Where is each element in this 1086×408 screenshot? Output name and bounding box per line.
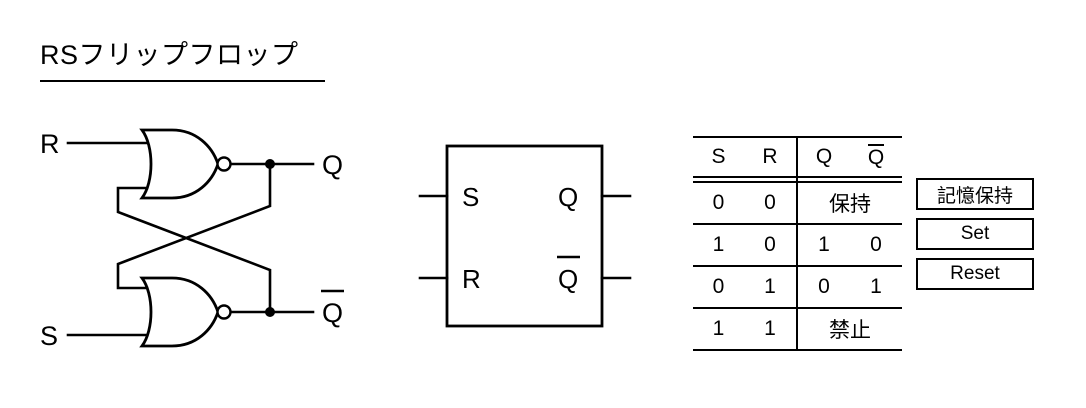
- cell-r: 1: [744, 308, 797, 351]
- circuit-label-r: R: [40, 129, 60, 159]
- circuit-label-qbar: Q: [322, 298, 343, 328]
- table-row: 1 1 禁止: [693, 308, 902, 351]
- cell-qbar: 1: [850, 266, 902, 309]
- table-row: 0 1 0 1: [693, 266, 902, 309]
- header-qbar-text: Q: [867, 144, 885, 169]
- cell-r: 0: [744, 224, 797, 267]
- header-qbar: Q: [850, 136, 902, 178]
- cell-r: 1: [744, 266, 797, 309]
- annotation-reset: Reset: [916, 258, 1034, 290]
- block-body: [445, 144, 604, 328]
- cell-s: 1: [693, 224, 744, 267]
- block-label-s: S: [462, 182, 479, 212]
- rule-cell-q: [796, 177, 850, 183]
- cell-s: 0: [693, 182, 744, 225]
- rule-cell-r: [744, 177, 797, 183]
- rs-flipflop-block-symbol: S R Q Q: [418, 144, 632, 328]
- cell-note: 保持: [796, 182, 902, 225]
- cell-s: 0: [693, 266, 744, 309]
- page-title-text: RSフリップフロップ: [40, 40, 299, 70]
- table-header-double-rule: [693, 177, 902, 183]
- annotation-set: Set: [916, 218, 1034, 250]
- rule-cell-s: [693, 177, 744, 183]
- rule-cell-qbar: [850, 177, 902, 183]
- block-label-r: R: [462, 264, 481, 294]
- block-label-q: Q: [558, 182, 578, 212]
- block-label-qbar: Q: [558, 264, 578, 294]
- cell-r: 0: [744, 182, 797, 225]
- wire-feedback-qbar-to-top-gate: [116, 186, 272, 314]
- cell-s: 1: [693, 308, 744, 351]
- table-row: 0 0 保持: [693, 182, 902, 225]
- page-title: RSフリップフロップ: [40, 38, 330, 82]
- cell-q: 1: [796, 224, 850, 267]
- cell-q: 0: [796, 266, 850, 309]
- table-header-row: S R Q Q: [693, 136, 902, 178]
- wire-feedback-q-to-bottom-gate: [116, 162, 272, 290]
- nor-latch-circuit: R S Q Q: [40, 128, 344, 351]
- cell-note: 禁止: [796, 308, 902, 351]
- circuit-label-q: Q: [322, 150, 343, 180]
- truth-table: S R Q Q 0 0 保持: [693, 136, 902, 351]
- header-s: S: [693, 136, 744, 178]
- annotation-box-group: 記憶保持 Set Reset: [916, 178, 1034, 298]
- title-underline: [40, 80, 325, 82]
- nor-gate-bottom: [139, 276, 220, 348]
- header-r: R: [744, 136, 797, 178]
- header-q: Q: [796, 136, 850, 178]
- table-row: 1 0 1 0: [693, 224, 902, 267]
- annotation-memory-hold: 記憶保持: [916, 178, 1034, 210]
- nor-gate-top: [139, 128, 220, 200]
- cell-qbar: 0: [850, 224, 902, 267]
- circuit-label-s: S: [40, 321, 58, 351]
